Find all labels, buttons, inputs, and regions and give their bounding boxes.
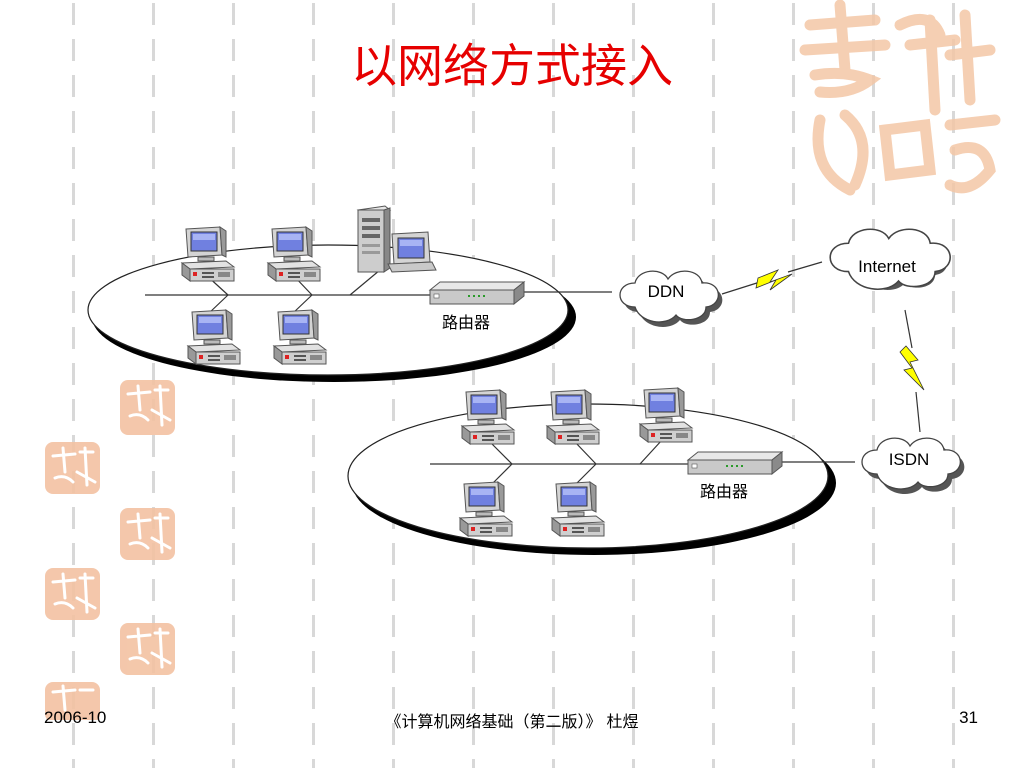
computer-icon (187, 309, 241, 365)
computer-icon (461, 389, 515, 445)
computer-icon (639, 387, 693, 443)
cloud-ddn-label: DDN (648, 282, 685, 301)
lan-ellipse-top (87, 244, 569, 376)
monitor-icon (387, 231, 437, 273)
footer-book-title: 《计算机网络基础（第二版）》 杜煜 (385, 712, 639, 731)
computer-icon (459, 481, 513, 537)
router-label-bottom: 路由器 (700, 482, 748, 501)
footer-date: 2006-10 (44, 708, 107, 727)
cloud-internet-label: Internet (858, 257, 916, 276)
computer-icon (267, 226, 321, 282)
router-icon (429, 281, 525, 305)
lightning-link-icon (721, 261, 823, 295)
seal-stamps (45, 380, 175, 720)
slide-title: 以网络方式接入 (351, 39, 673, 93)
computer-icon (546, 389, 600, 445)
lightning-link-icon (899, 309, 925, 433)
router-icon (687, 451, 783, 475)
cloud-isdn-label: ISDN (889, 450, 930, 469)
computer-icon (551, 481, 605, 537)
router-label-top: 路由器 (442, 313, 490, 332)
computer-icon (181, 226, 235, 282)
server-icon (356, 205, 392, 273)
calligraphy-decoration (799, 0, 1001, 196)
computer-icon (273, 309, 327, 365)
page-number: 31 (959, 708, 978, 727)
